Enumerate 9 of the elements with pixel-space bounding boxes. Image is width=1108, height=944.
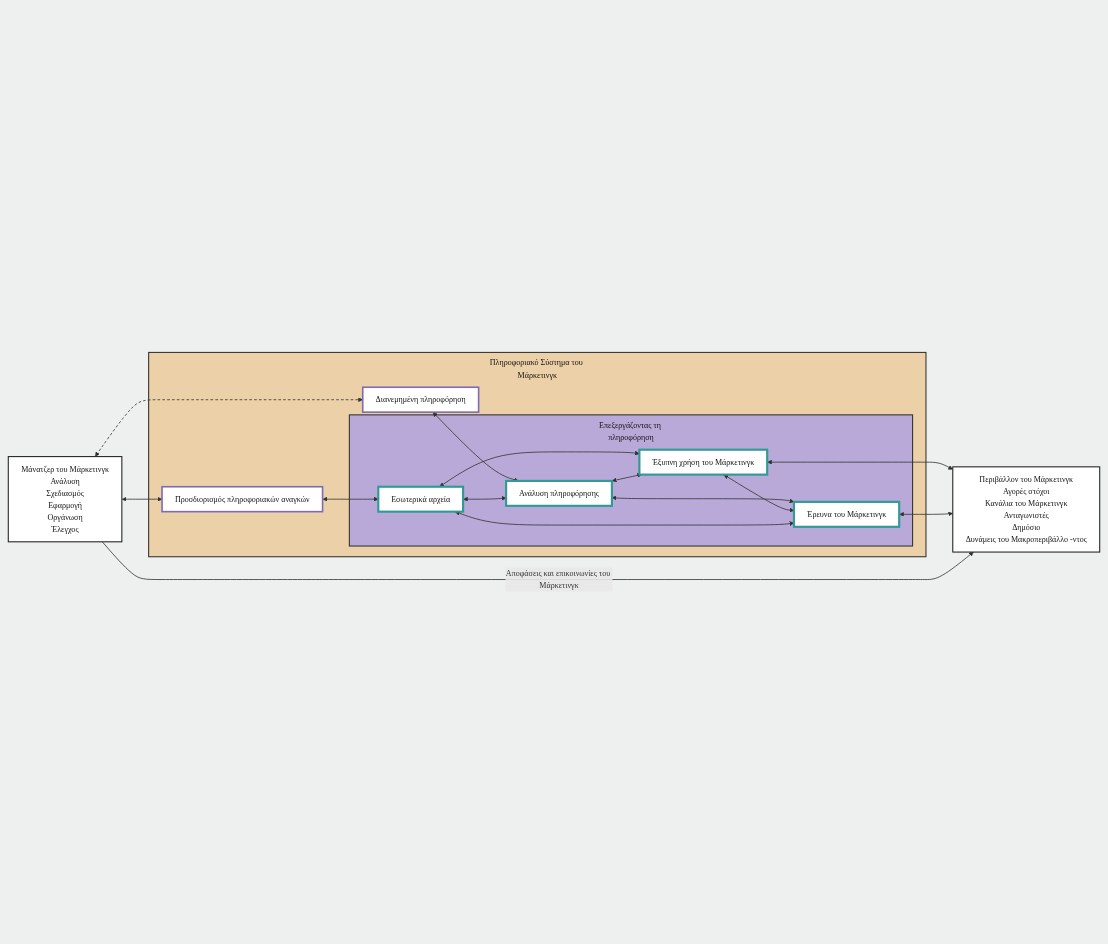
- node-box: Έρευνα του Μάρκετινγκ: [792, 500, 901, 528]
- node-box: Ανάλυση πληροφόρησης: [505, 479, 613, 507]
- node-box: Προσδιορισμός πληροφοριακών αναγκών: [161, 485, 324, 513]
- node-box: Έξυπνη χρήση του Μάρκετινγκ: [638, 448, 769, 476]
- node-box: Εσωτερικά αρχεία: [377, 485, 465, 513]
- edge-label: Αποφάσεις και επικοινωνίες του Μάρκετινγκ: [505, 569, 611, 590]
- node-box: Μάνατζερ του Μάρκετινγκ Ανάλυση Σχεδιασμός Εφαρμογή Οργάνωση Έλεγχος: [7, 456, 123, 543]
- node-box: Διανεμημένη πληροφόρηση: [361, 386, 480, 413]
- node-box: Περιβάλλον του Μάρκετινγκ Αγορές στόχοι Κανάλια του Μάρκετινγκ Ανταγωνιστές Δημόσιο Δυνάμεις του Μακροπεριβάλλο -ντος: [952, 466, 1101, 553]
